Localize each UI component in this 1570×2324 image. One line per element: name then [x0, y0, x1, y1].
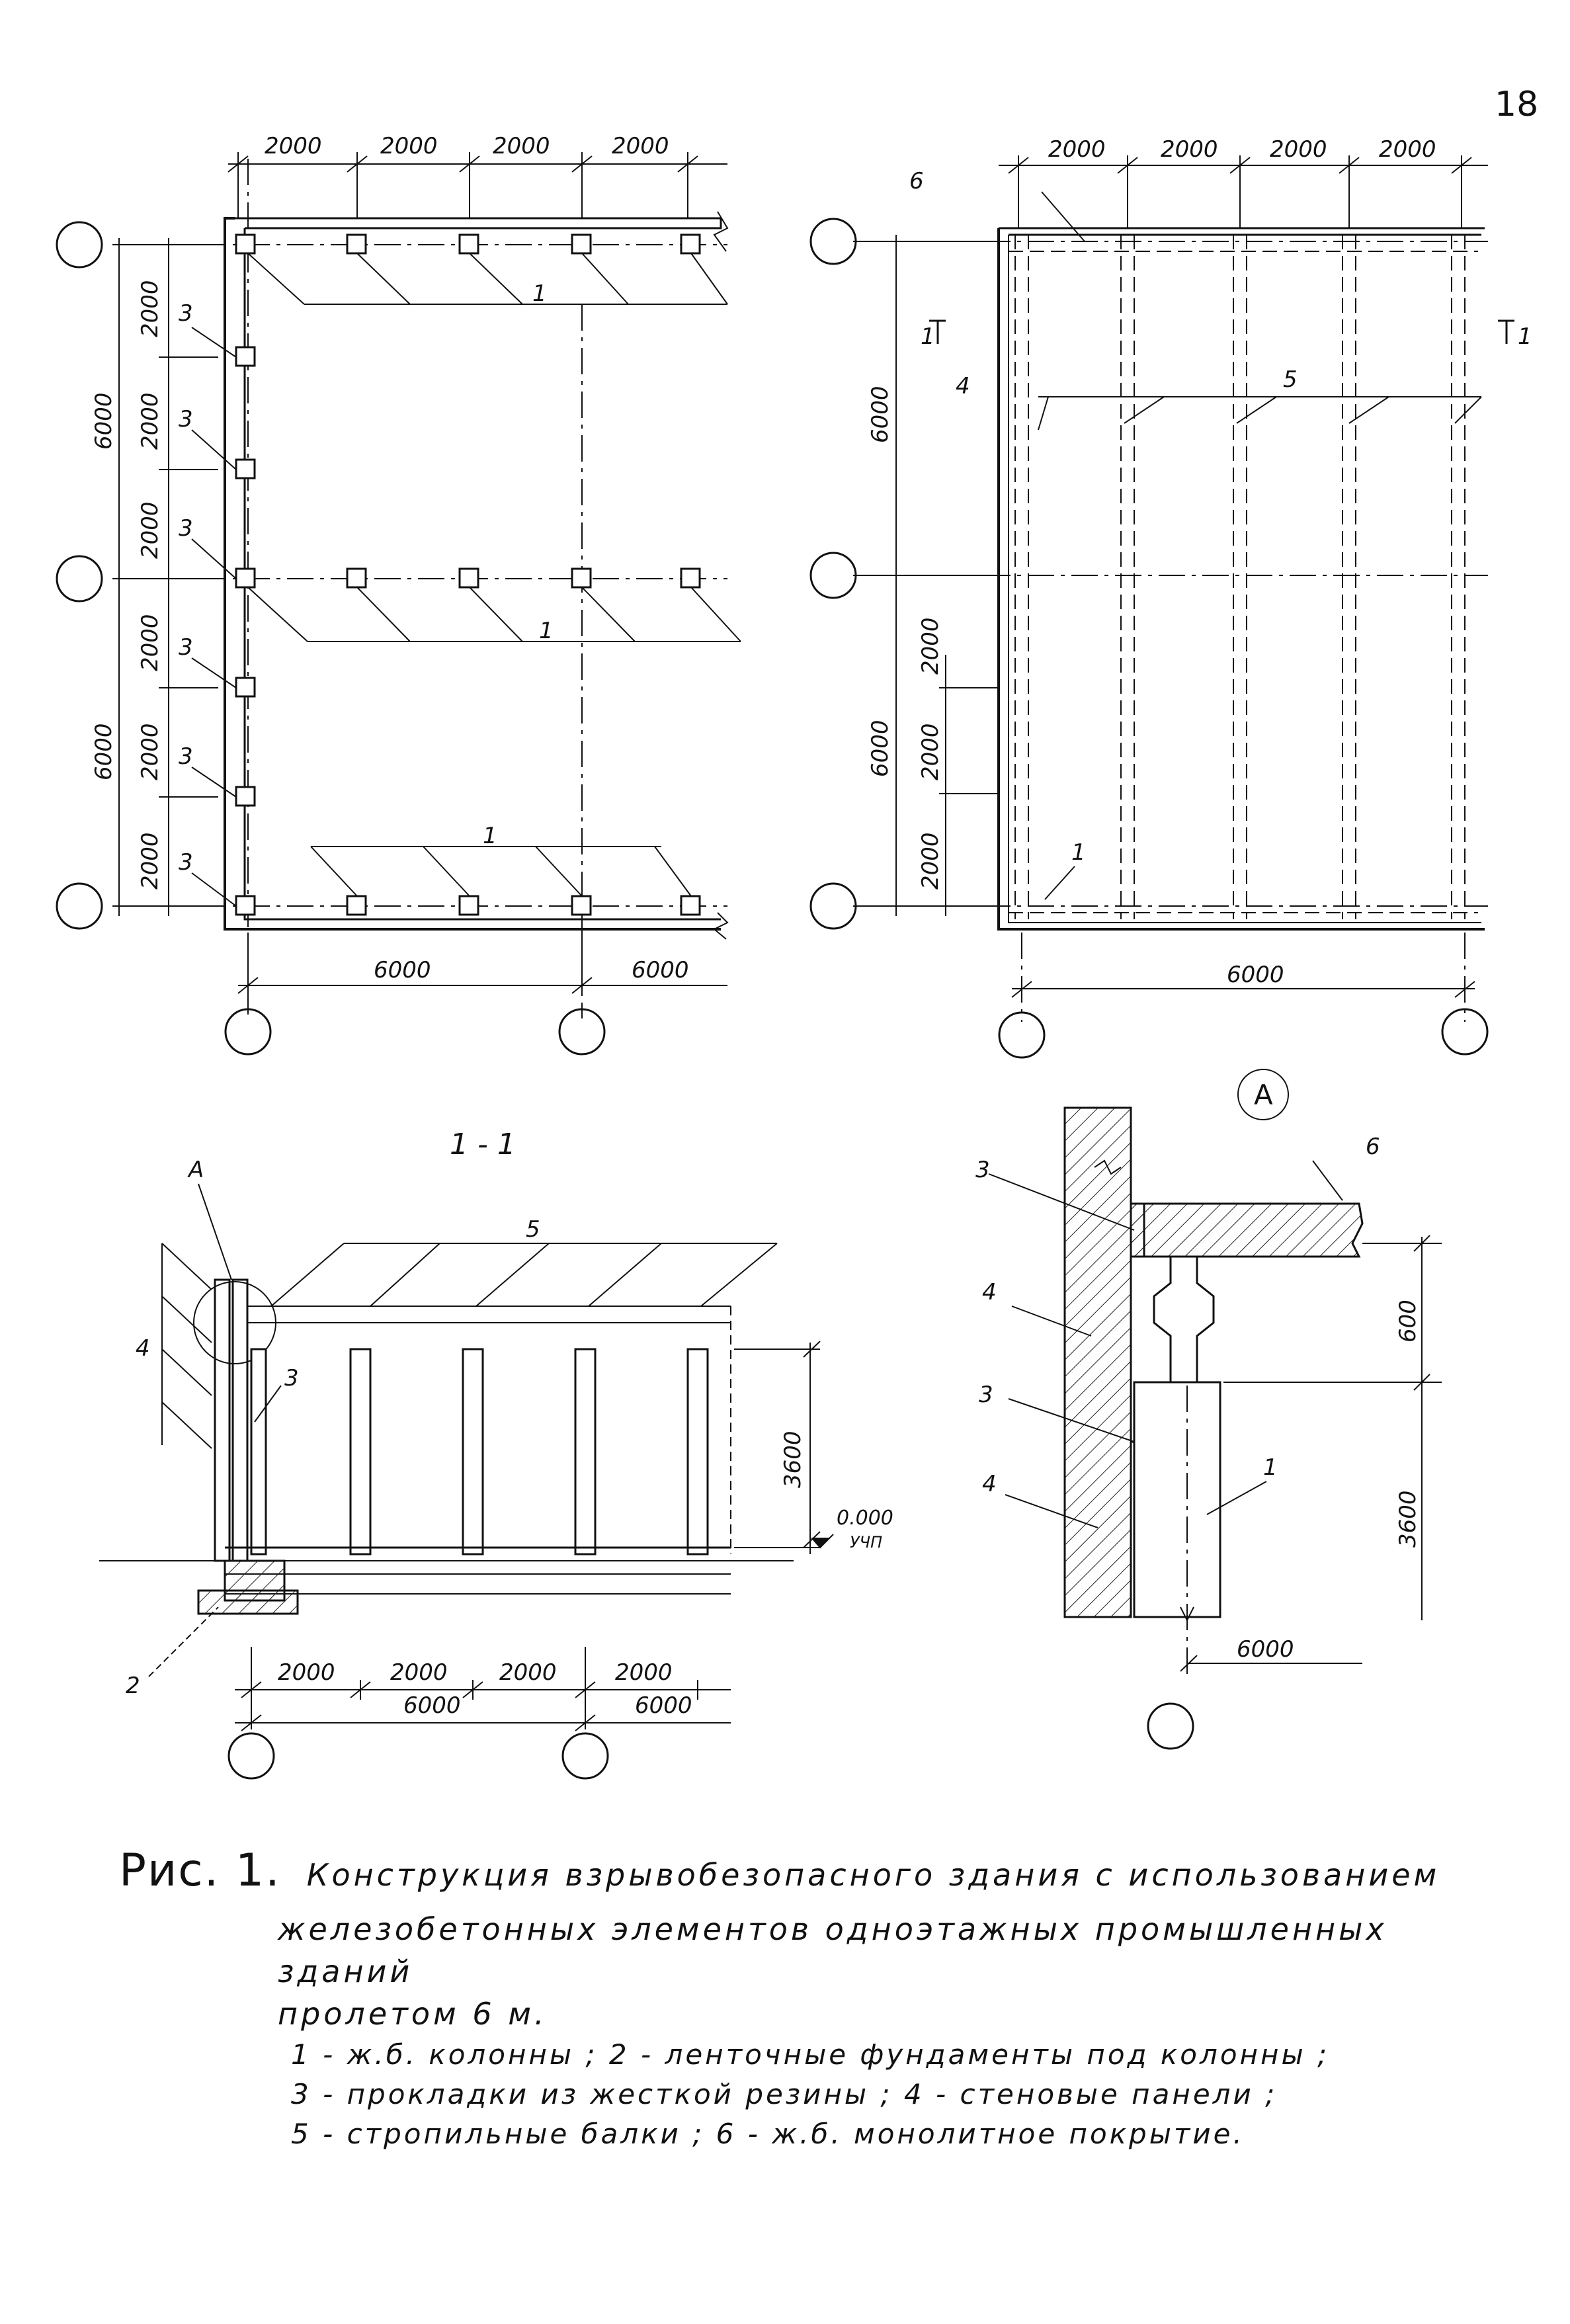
dim-top-1: 2000 [265, 133, 322, 159]
section-mark-left: 1 [921, 323, 935, 350]
dim-right-top-2: 2000 [1161, 136, 1218, 163]
callout-columns: 1 [1071, 839, 1086, 866]
caption-legend-line3: 5 - стропильные балки ; 6 - ж.б. монолит… [291, 2118, 1245, 2150]
callout-pad-1: 3 [179, 300, 193, 327]
section-dim-1: 2000 [278, 1659, 335, 1686]
callout-pad-4: 3 [179, 634, 193, 661]
figure-label: Рис. 1. [119, 1845, 281, 1897]
caption-title-line3: пролетом 6 м. [278, 1996, 548, 2032]
callout-beams: 5 [1283, 366, 1298, 393]
level-label: УЧП [850, 1533, 882, 1552]
dim-top-4: 2000 [612, 133, 669, 159]
section-1-1 [99, 1183, 834, 1780]
section-dim-2: 2000 [390, 1659, 448, 1686]
dim-left-1: 2000 [137, 280, 163, 337]
callout-detail-column: 1 [1263, 1454, 1278, 1481]
detail-a [988, 1069, 1442, 1750]
plan-left [56, 152, 741, 1056]
plan-right [809, 155, 1514, 1059]
dim-right-left-3: 2000 [917, 832, 944, 890]
section-title: 1 - 1 [450, 1128, 516, 1161]
dim-right-overall-2: 6000 [867, 720, 893, 777]
callout-section-beams: 5 [526, 1216, 540, 1243]
section-overall-1: 6000 [403, 1692, 461, 1719]
level-value: 0.000 [837, 1507, 893, 1530]
caption-legend-line1: 1 - ж.б. колонны ; 2 - ленточные фундаме… [291, 2038, 1330, 2071]
callout-pad-6: 3 [179, 849, 193, 876]
caption-title-line1: Конструкция взрывобезопасного здания с и… [306, 1857, 1440, 1893]
dim-left-overall-2: 6000 [91, 723, 117, 780]
dim-left-overall-1: 6000 [91, 392, 117, 450]
dim-right-top-4: 2000 [1379, 136, 1436, 163]
callout-section-pad: 3 [284, 1365, 299, 1391]
dim-left-4: 2000 [137, 614, 163, 671]
detail-bottom-dim: 6000 [1237, 1636, 1294, 1663]
dim-right-bottom: 6000 [1227, 962, 1284, 988]
detail-dim-600: 600 [1395, 1300, 1421, 1343]
section-mark-right: 1 [1518, 323, 1532, 350]
dim-left-5: 2000 [137, 723, 163, 780]
callout-section-foundation: 2 [126, 1673, 140, 1699]
section-height-dim: 3600 [780, 1431, 806, 1488]
detail-title: A [1254, 1079, 1273, 1111]
callout-pad-2: 3 [179, 406, 193, 433]
callout-detail-wall-top: 4 [982, 1279, 997, 1306]
callout-columns-middle: 1 [539, 618, 554, 644]
section-overall-2: 6000 [635, 1692, 692, 1719]
dim-bottom-2: 6000 [632, 957, 689, 983]
page-number: 18 [1495, 85, 1538, 124]
section-dim-3: 2000 [499, 1659, 557, 1686]
callout-columns-bottom: 1 [483, 823, 497, 849]
detail-dim-3600: 3600 [1395, 1490, 1421, 1548]
callout-detail-wall-bottom: 4 [982, 1471, 997, 1497]
dim-top-2: 2000 [380, 133, 438, 159]
callout-wall: 4 [956, 373, 970, 399]
detail-mark-label: A [187, 1157, 204, 1183]
dim-right-top-3: 2000 [1270, 136, 1327, 163]
caption-legend-line2: 3 - прокладки из жесткой резины ; 4 - ст… [291, 2078, 1278, 2110]
callout-detail-pad-top: 3 [975, 1157, 990, 1183]
figure-caption: Рис. 1. Конструкция взрывобезопасного зд… [119, 1845, 1475, 2154]
dim-bottom-1: 6000 [374, 957, 431, 983]
dim-left-6: 2000 [137, 832, 163, 890]
dim-right-overall-1: 6000 [867, 386, 893, 443]
dim-left-3: 2000 [137, 501, 163, 559]
dim-top-3: 2000 [493, 133, 550, 159]
dim-right-left-1: 2000 [917, 617, 944, 675]
dim-left-2: 2000 [137, 392, 163, 450]
dim-right-left-2: 2000 [917, 723, 944, 780]
callout-detail-pad-bottom: 3 [979, 1382, 993, 1408]
callout-columns-top: 1 [532, 280, 547, 307]
section-dim-4: 2000 [615, 1659, 673, 1686]
callout-section-wall: 4 [136, 1335, 150, 1362]
callout-pad-5: 3 [179, 743, 193, 770]
dim-right-top-1: 2000 [1048, 136, 1106, 163]
caption-title-line2: железобетонных элементов одноэтажных про… [278, 1911, 1387, 1989]
callout-pad-3: 3 [179, 515, 193, 542]
callout-slab: 6 [909, 168, 924, 194]
callout-detail-slab: 6 [1366, 1134, 1380, 1160]
